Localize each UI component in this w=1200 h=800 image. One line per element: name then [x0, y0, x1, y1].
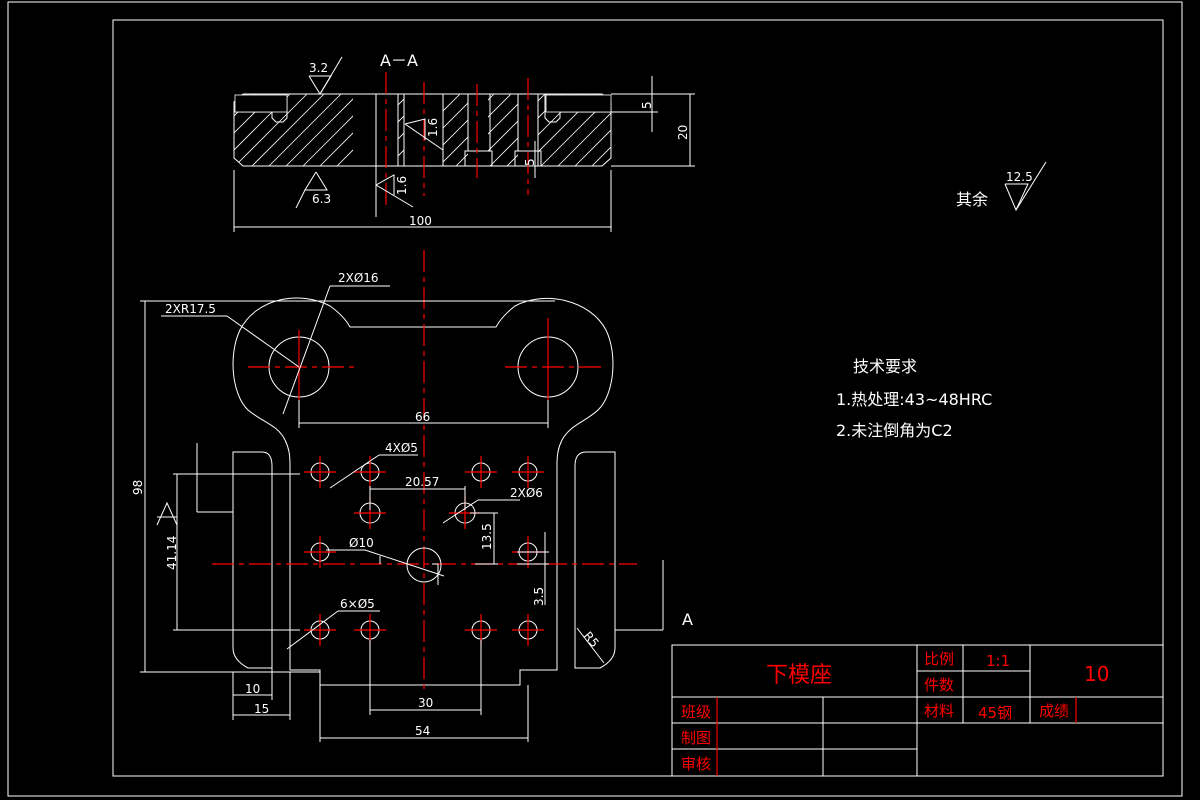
scale-value: 1:1	[986, 652, 1010, 670]
dim-30: 30	[418, 696, 433, 710]
outer-frame	[7, 1, 1183, 797]
dim-10: 10	[245, 682, 260, 696]
roughness-hole-2: 1.6	[395, 176, 409, 195]
part-outline	[232, 297, 614, 686]
inner-frame	[112, 19, 1164, 777]
dim-center-hole: Ø10	[349, 536, 374, 550]
dim-54: 54	[415, 724, 430, 738]
hatch-region	[443, 94, 468, 166]
dim-groove: 5	[640, 101, 654, 109]
dim-2x6: 2XØ6	[510, 486, 543, 500]
material-value: 45钢	[978, 704, 1012, 722]
material-label: 材料	[924, 702, 954, 720]
dim-holes-16: 2XØ16	[338, 271, 379, 285]
drawn-label: 制图	[681, 729, 711, 747]
dim-20-57: 20.57	[405, 475, 439, 489]
dim-41-14: 41.14	[165, 536, 179, 570]
section-hatch	[234, 94, 612, 166]
dim-3-5: 3.5	[532, 587, 546, 606]
flange-right	[574, 451, 616, 669]
dim-13-5: 13.5	[480, 523, 494, 550]
dim-counterbore: 5	[523, 158, 537, 166]
quantity-label: 件数	[924, 676, 954, 694]
dim-height: 20	[676, 125, 690, 140]
roughness-bottom: 6.3	[312, 192, 331, 206]
grade-label: 成绩	[1039, 702, 1069, 720]
dim-r5: R5	[581, 629, 602, 650]
section-mark: A	[682, 610, 693, 629]
hatch-region	[398, 98, 404, 157]
tech-title: 技术要求	[853, 357, 917, 376]
section-view: A－A 3.2 6.3 1.6 1.6 100 20 5 5	[233, 51, 695, 232]
tech-item-2: 2.未注倒角为C2	[836, 421, 953, 440]
part-name: 下模座	[766, 663, 832, 688]
scale-label: 比例	[924, 650, 954, 668]
class-label: 班级	[681, 703, 711, 721]
dim-15: 15	[254, 702, 269, 716]
tech-requirements: 技术要求 1.热处理:43~48HRC 2.未注倒角为C2	[836, 357, 992, 440]
title-block: 下模座 比例 1:1 件数 10 材料 45钢 成绩 班级 制图 审核	[671, 644, 1164, 777]
tech-item-1: 1.热处理:43~48HRC	[836, 390, 992, 409]
center-hole	[406, 547, 442, 583]
dim-98: 98	[131, 480, 145, 495]
drawing-number: 10	[1084, 662, 1109, 686]
dim-width: 100	[409, 214, 432, 228]
roughness-top: 3.2	[309, 61, 328, 75]
groove-void	[234, 94, 288, 113]
groove-void	[545, 94, 612, 113]
dim-66: 66	[415, 410, 430, 424]
section-title: A－A	[380, 51, 418, 70]
hatch-region	[488, 94, 518, 166]
roughness-other: 其余 12.5	[956, 161, 1047, 212]
plan-view: Ø10 2XØ16 2XR17.5 66 98 4XØ5 20.57 2XØ6	[131, 250, 693, 742]
roughness-other-value: 12.5	[1006, 170, 1033, 184]
dim-4x5: 4XØ5	[385, 441, 418, 455]
roughness-hole-1: 1.6	[426, 118, 440, 137]
dim-radius: 2XR17.5	[165, 302, 216, 316]
roughness-other-label: 其余	[956, 190, 988, 209]
flange-left	[232, 451, 273, 669]
checked-label: 审核	[681, 755, 711, 773]
dim-6x5: 6×Ø5	[340, 597, 375, 611]
